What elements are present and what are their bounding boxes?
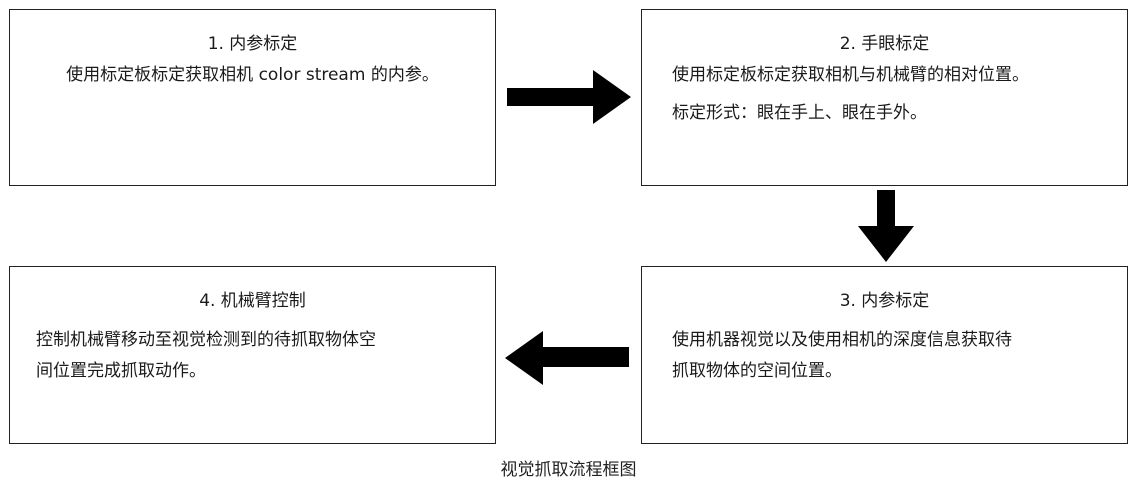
arrow-right-icon: [507, 70, 631, 124]
step-2-title: 2. 手眼标定: [839, 34, 930, 54]
step-2-box: 2. 手眼标定 使用标定板标定获取相机与机械臂的相对位置。 标定形式：眼在手上、…: [641, 9, 1128, 186]
step-4-box: 4. 机械臂控制 控制机械臂移动至视觉检测到的待抓取物体空 间位置完成抓取动作。: [9, 266, 496, 444]
arrow-down-icon: [858, 190, 914, 262]
figure-caption: 视觉抓取流程框图: [500, 460, 637, 480]
step-4-description-line-1: 控制机械臂移动至视觉检测到的待抓取物体空: [36, 330, 376, 350]
step-3-box: 3. 内参标定 使用机器视觉以及使用相机的深度信息获取待 抓取物体的空间位置。: [641, 266, 1128, 444]
arrow-right-shape: [507, 70, 631, 124]
step-1-title: 1. 内参标定: [207, 34, 298, 54]
step-2-description: 使用标定板标定获取相机与机械臂的相对位置。: [672, 65, 1029, 85]
step-4-title: 4. 机械臂控制: [199, 291, 306, 311]
arrow-left-icon: [505, 331, 629, 385]
arrow-left-shape: [505, 331, 629, 385]
step-3-description-line-2: 抓取物体的空间位置。: [672, 361, 842, 381]
step-3-title: 3. 内参标定: [839, 291, 930, 311]
step-4-description-line-2: 间位置完成抓取动作。: [36, 361, 206, 381]
step-2-calibration-forms: 标定形式：眼在手上、眼在手外。: [672, 103, 927, 123]
step-1-description: 使用标定板标定获取相机 color stream 的内参。: [66, 65, 439, 85]
step-3-description-line-1: 使用机器视觉以及使用相机的深度信息获取待: [672, 330, 1012, 350]
arrow-down-shape: [858, 190, 914, 262]
step-1-box: 1. 内参标定 使用标定板标定获取相机 color stream 的内参。: [9, 9, 496, 186]
